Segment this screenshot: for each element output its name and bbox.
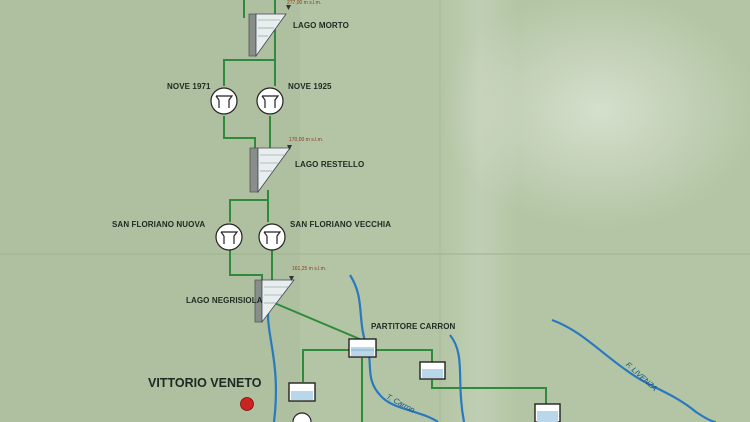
city-marker — [241, 398, 254, 411]
lago-restello-dam — [250, 145, 292, 192]
lago-morto-dam — [249, 5, 291, 56]
lago-restello-elevation: 170,00 m s.l.m. — [289, 137, 323, 143]
pipe-negrisiola-out — [272, 302, 362, 340]
turbine-icon-nove-1971 — [211, 88, 237, 114]
lago-morto-label: LAGO MORTO — [293, 21, 349, 30]
pipe-nove-split — [224, 60, 275, 86]
san-floriano-vecchia-label: SAN FLORIANO VECCHIA — [290, 220, 391, 229]
rivers — [268, 275, 716, 422]
pipe-nove-left — [224, 116, 255, 150]
nove-1925-label: NOVE 1925 — [288, 82, 332, 91]
san-floriano-nuova-label: SAN FLORIANO NUOVA — [112, 220, 205, 229]
river-left — [268, 300, 276, 422]
lago-negrisiola-label: LAGO NEGRISIOLA — [186, 296, 263, 305]
lago-restello-label: LAGO RESTELLO — [295, 160, 364, 169]
pipe-right-branch — [432, 380, 546, 404]
tank-far-right — [535, 404, 560, 422]
lago-negrisiola-elevation: 161,25 m s.l.m. — [292, 266, 326, 272]
partitore-carron-tank — [349, 339, 376, 357]
tank-left — [289, 383, 315, 401]
nove-1971-label: NOVE 1971 — [167, 82, 211, 91]
pipe-restello-out — [230, 190, 268, 222]
pipelines — [224, 0, 546, 422]
tank-right — [420, 362, 445, 379]
partitore-carron-label: PARTITORE CARRON — [371, 322, 455, 331]
turbine-icon-san-floriano-vecchia — [259, 224, 285, 250]
lago-morto-elevation: 277,00 m s.l.m. — [287, 0, 321, 6]
city-label: VITTORIO VENETO — [148, 376, 261, 390]
pipe-partitore-right — [375, 350, 432, 362]
turbine-icon-partial — [293, 413, 311, 422]
pipe-partitore-left — [303, 350, 350, 382]
turbine-icon-nove-1925 — [257, 88, 283, 114]
pipe-sanfloriano-left — [230, 250, 262, 282]
turbine-icon-san-floriano-nuova — [216, 224, 242, 250]
river-right — [450, 335, 464, 422]
